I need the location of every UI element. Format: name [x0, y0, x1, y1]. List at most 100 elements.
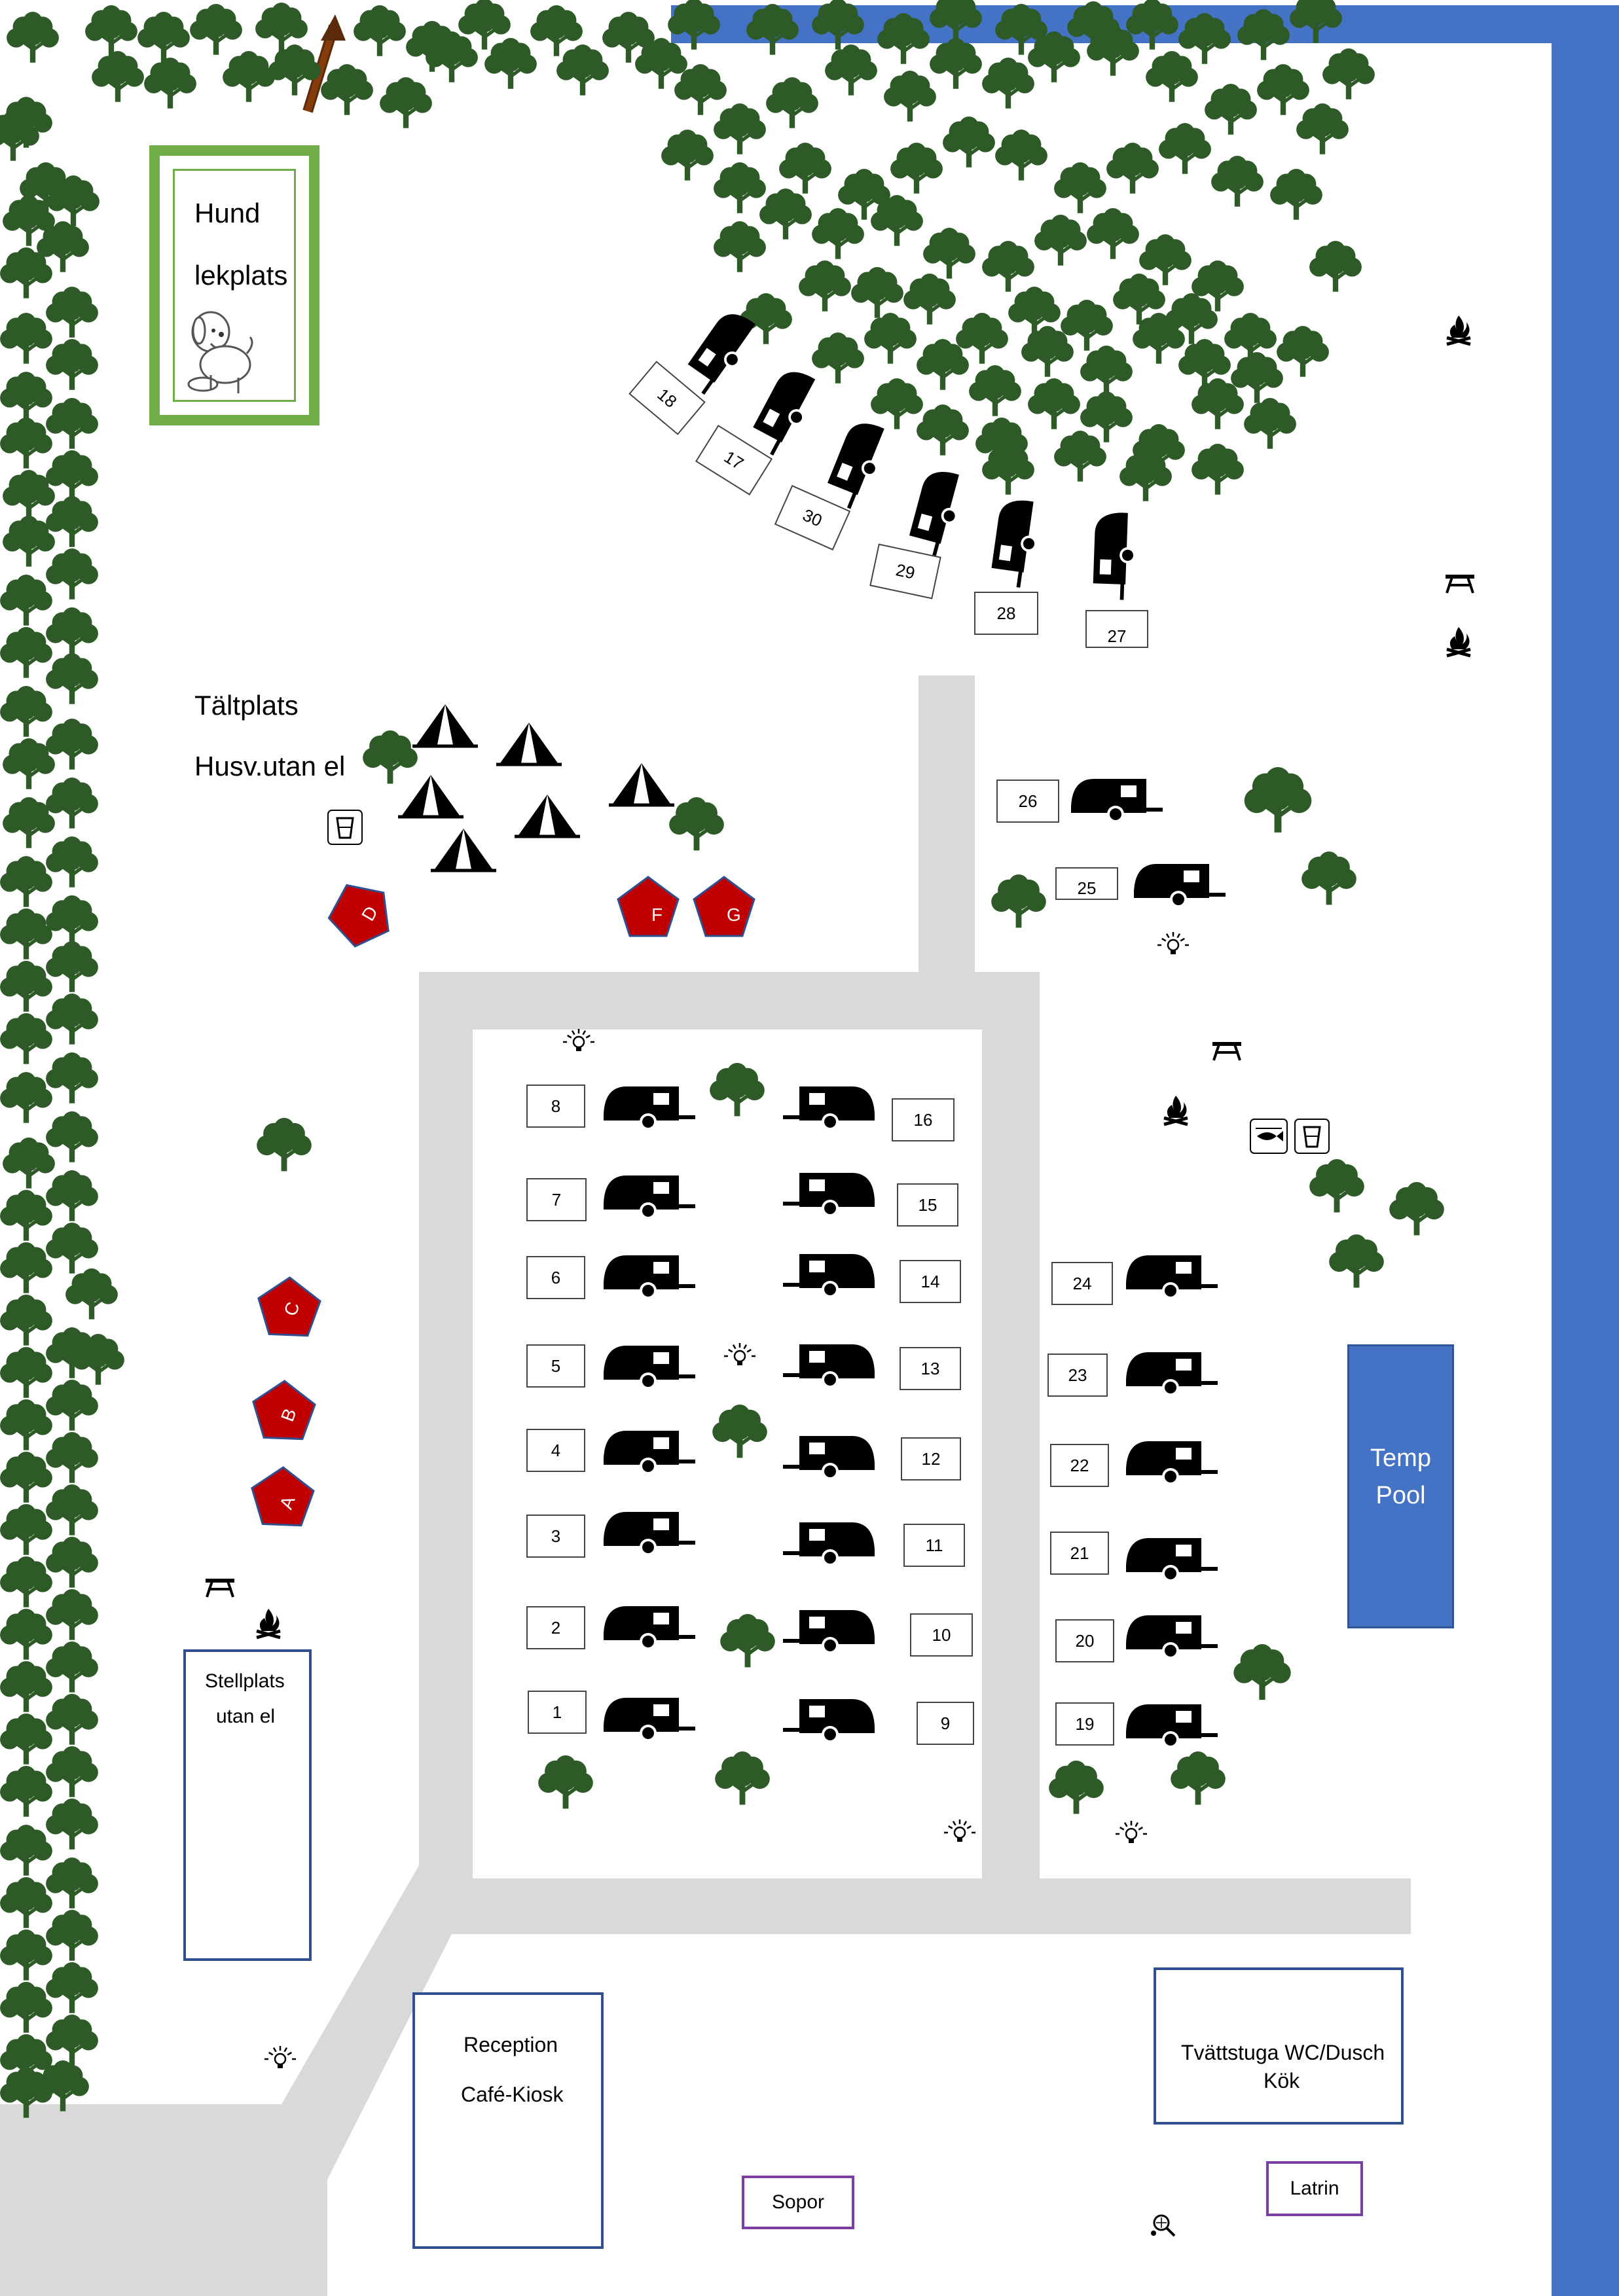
tree-icon	[46, 398, 98, 449]
site-number[interactable]: 20	[1055, 1619, 1114, 1662]
tree-icon	[969, 365, 1021, 416]
site-number[interactable]: 19	[1055, 1702, 1114, 1746]
tree-icon	[1106, 143, 1159, 194]
caravan-icon	[604, 1606, 695, 1650]
cabin[interactable]	[242, 1460, 318, 1536]
caravan-icon	[1071, 779, 1163, 823]
cabin[interactable]	[693, 876, 755, 937]
tree-icon	[46, 1962, 98, 2013]
site-number[interactable]: 1	[528, 1691, 587, 1734]
tree-icon	[484, 38, 537, 89]
pool-label-1: Temp	[1370, 1444, 1431, 1472]
tree-icon	[426, 31, 478, 82]
tree-icon	[1290, 0, 1342, 43]
tree-icon	[982, 241, 1034, 292]
tree-icon	[1205, 84, 1257, 135]
latrine[interactable]: Latrin	[1266, 2161, 1363, 2216]
site-number[interactable]: 7	[526, 1178, 587, 1221]
tree-icon	[838, 169, 890, 220]
tree-icon	[1080, 346, 1133, 397]
site-number[interactable]: 6	[526, 1256, 585, 1299]
tree-icon	[46, 1052, 98, 1103]
tree-icon	[871, 195, 923, 246]
site-number[interactable]: 4	[526, 1429, 585, 1472]
reception-building[interactable]	[412, 1992, 604, 2249]
site-number[interactable]: 21	[1050, 1532, 1109, 1575]
road-north-spur	[919, 675, 975, 977]
waste-bins[interactable]: Sopor	[742, 2176, 854, 2229]
cabin[interactable]	[617, 876, 680, 937]
tree-icon	[812, 208, 864, 259]
cabin[interactable]	[243, 1373, 319, 1450]
tree-icon	[190, 4, 242, 55]
tree-icon	[1028, 31, 1080, 82]
laundry-building[interactable]	[1154, 1967, 1404, 2125]
site-number[interactable]: 15	[897, 1183, 958, 1227]
site-number[interactable]: 24	[1051, 1262, 1113, 1305]
tree-icon	[1126, 0, 1178, 50]
site-number[interactable]: 5	[526, 1344, 585, 1388]
tree-icon	[1113, 274, 1165, 325]
caravan-icon	[604, 1175, 695, 1219]
site-number[interactable]: 26	[996, 780, 1059, 823]
tree-icon	[0, 1877, 52, 1928]
site-number[interactable]: 23	[1047, 1354, 1108, 1397]
tree-icon	[0, 1982, 52, 2033]
tree-icon	[930, 38, 982, 89]
site-number[interactable]: 25	[1055, 867, 1118, 900]
tree-icon	[0, 372, 52, 423]
site-number[interactable]: 8	[526, 1085, 585, 1128]
tree-icon	[380, 77, 432, 128]
tent-area-label-1: Tältplats	[194, 690, 299, 721]
tree-icon	[1233, 1644, 1291, 1700]
tree-icon	[1211, 156, 1264, 207]
tree-icon	[137, 12, 190, 63]
caravan-icon	[783, 1522, 875, 1566]
tree-icon	[257, 1118, 312, 1172]
tree-icon	[956, 313, 1008, 364]
tree-icon	[0, 575, 52, 626]
motorhome-area[interactable]	[183, 1649, 312, 1961]
tree-icon	[46, 287, 98, 338]
site-number[interactable]: 12	[901, 1437, 961, 1480]
tree-icon	[3, 195, 55, 246]
temp-pool[interactable]: Temp Pool	[1347, 1344, 1454, 1628]
tree-icon	[1119, 450, 1172, 501]
site-number[interactable]: 2	[526, 1606, 585, 1649]
tree-icon	[851, 267, 903, 318]
site-number[interactable]: 14	[900, 1260, 961, 1303]
cabin[interactable]	[319, 872, 399, 951]
cabin[interactable]	[248, 1270, 324, 1346]
tree-icon	[556, 45, 609, 96]
site-number[interactable]: 16	[892, 1098, 955, 1141]
caravan-icon	[1126, 1538, 1218, 1582]
tree-icon	[1054, 431, 1106, 482]
picnic-table-icon	[1446, 575, 1474, 594]
tree-icon	[991, 874, 1046, 928]
tree-icon	[255, 3, 308, 54]
tree-icon	[37, 2060, 89, 2111]
tree-icon	[1301, 852, 1356, 905]
site-number[interactable]: 3	[526, 1515, 585, 1558]
reception-label: Reception	[464, 2033, 558, 2056]
tree-icon	[7, 12, 59, 63]
tree-icon	[1270, 169, 1322, 220]
tree-icon	[0, 247, 52, 298]
tree-icon	[46, 1857, 98, 1909]
caravan-icon	[1126, 1255, 1218, 1299]
site-number[interactable]: 9	[917, 1702, 974, 1745]
site-number[interactable]: 13	[900, 1347, 961, 1390]
campfire-icon	[1163, 1096, 1188, 1126]
site-number[interactable]: 27	[1085, 610, 1148, 648]
dog-park-label-2: lekplats	[194, 260, 288, 291]
site-number[interactable]: 10	[910, 1613, 973, 1657]
site-number[interactable]: 28	[974, 592, 1038, 635]
tree-icon	[1231, 352, 1283, 403]
site-number[interactable]: 11	[903, 1524, 965, 1567]
tent-icon	[515, 795, 580, 838]
site-number[interactable]: 22	[1050, 1444, 1109, 1487]
motorhome-area-label-1: Stellplats	[205, 1670, 285, 1692]
tree-icon	[0, 110, 39, 161]
tree-icon	[799, 260, 851, 312]
tree-icon	[1021, 326, 1074, 377]
